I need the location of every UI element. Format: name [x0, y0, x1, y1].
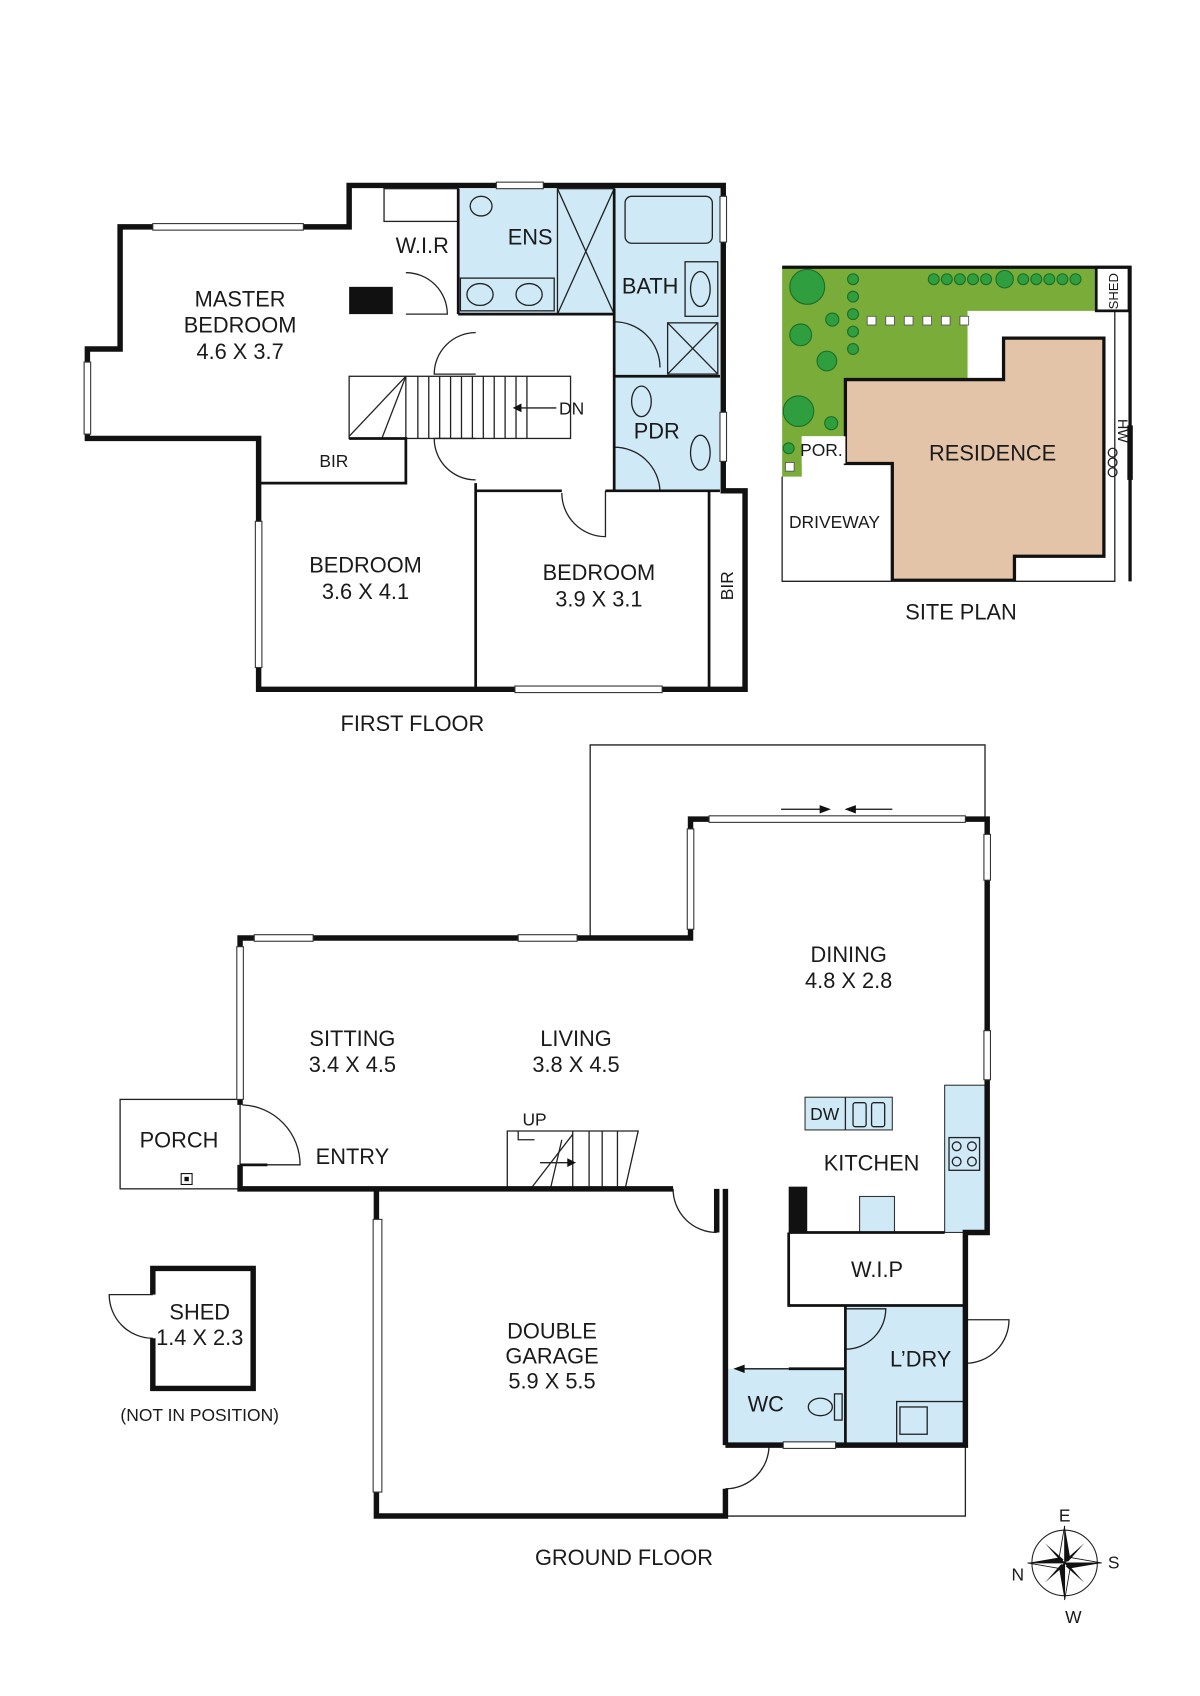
residence-footprint: [843, 336, 1106, 582]
stairs-up-arrow-icon: [567, 1158, 577, 1168]
shed-note: (NOT IN POSITION): [120, 1405, 279, 1425]
compass-rose-icon: E S W N: [1011, 1505, 1119, 1626]
bir-label-1: BIR: [319, 451, 348, 471]
doors-ground-floor: [108, 1104, 1010, 1490]
site-porch: [801, 436, 846, 464]
garage-label: DOUBLE: [507, 1318, 597, 1343]
dining-label: DINING: [811, 942, 887, 967]
kitchen-fridge-wall: [788, 1186, 808, 1233]
living-size: 3.8 X 4.5: [532, 1052, 619, 1077]
site-plan-title: SITE PLAN: [905, 600, 1016, 625]
bedroom-2-size: 3.6 X 4.1: [322, 579, 409, 604]
first-floor-plan: MASTER BEDROOM 4.6 X 3.7 W.I.R ENS BATH …: [83, 181, 748, 736]
hot-water-icon: [1107, 447, 1118, 478]
compass-n: N: [1011, 1564, 1024, 1584]
porch-area: [119, 1098, 241, 1190]
interior-walls-first: [258, 188, 720, 690]
interior-walls-ground: [240, 1163, 967, 1517]
bedroom-3-size: 3.9 X 3.1: [555, 586, 642, 611]
stairs-down-label: DN: [559, 398, 584, 418]
site-porch-label: POR.: [800, 440, 843, 460]
living-label: LIVING: [540, 1026, 611, 1051]
kitchen-pantry-bench: [859, 1195, 896, 1234]
garage-size: 5.9 X 5.5: [508, 1368, 595, 1393]
laundry-area: [845, 1305, 966, 1446]
kitchen-label: KITCHEN: [824, 1150, 920, 1175]
ensuite-area: [458, 188, 615, 315]
site-plan: RESIDENCE DRIVEWAY POR. SHED HW SITE PLA…: [781, 265, 1133, 625]
bath-label: BATH: [622, 273, 679, 298]
stairs-first-floor: [348, 375, 572, 440]
laundry-label: L’DRY: [890, 1347, 952, 1372]
stairs-ground-floor: [506, 1130, 639, 1189]
wir-cabinet: [349, 286, 393, 315]
wir-shelf: [383, 188, 459, 223]
first-floor-exterior-walls: [84, 182, 748, 693]
toilet-icon: [807, 1393, 843, 1421]
master-bedroom-label: MASTER: [195, 286, 286, 311]
driveway-label: DRIVEWAY: [789, 512, 880, 532]
dishwasher-label: DW: [810, 1104, 840, 1124]
driveway-outline: [781, 476, 893, 582]
stairs-down-arrow-icon: [512, 403, 522, 413]
shed-size: 1.4 X 2.3: [156, 1325, 243, 1350]
sitting-size: 3.4 X 4.5: [309, 1052, 396, 1077]
windows-ground-floor: [236, 815, 992, 1493]
sliding-door-arrows-icon: [733, 805, 893, 1374]
powder-room-label: PDR: [634, 418, 680, 443]
master-bedroom-size: 4.6 X 3.7: [196, 339, 283, 364]
site-shed: [1094, 265, 1131, 313]
shed-walls: [150, 1265, 256, 1392]
hot-water-label: HW: [1114, 419, 1130, 443]
wip-label: W.I.P: [851, 1257, 903, 1282]
ground-floor-plan: SITTING 3.4 X 4.5 LIVING 3.8 X 4.5 DININ…: [108, 744, 1010, 1570]
dining-size: 4.8 X 2.8: [805, 968, 892, 993]
wc-label: WC: [748, 1391, 784, 1416]
compass-e: E: [1059, 1505, 1071, 1525]
entry-label: ENTRY: [316, 1144, 390, 1169]
doors-first-floor: [405, 272, 661, 538]
master-bedroom-label-2: BEDROOM: [184, 313, 297, 338]
cooktop-icon: [948, 1136, 981, 1171]
shed-label: SHED: [169, 1300, 230, 1325]
bedroom-3-label: BEDROOM: [543, 560, 656, 585]
sitting-label: SITTING: [309, 1026, 395, 1051]
garden-area: [782, 267, 1097, 477]
compass-w: W: [1065, 1607, 1082, 1627]
ground-floor-walls-main: [237, 816, 990, 1448]
sink-icon: [844, 1097, 886, 1130]
wir-label: W.I.R: [396, 233, 449, 258]
bedroom-2-label: BEDROOM: [309, 553, 422, 578]
windows-first-floor: [83, 181, 728, 694]
trees-icon: [782, 268, 1082, 455]
porch-label: PORCH: [140, 1127, 219, 1152]
ensuite-label: ENS: [508, 224, 553, 249]
compass-s: S: [1108, 1552, 1120, 1572]
laundry-tub-inner: [899, 1406, 928, 1435]
ground-floor-walls-entry: [237, 1164, 674, 1192]
stepping-stones: [784, 315, 970, 472]
garage-label-2: GARAGE: [505, 1343, 598, 1368]
first-floor-title: FIRST FLOOR: [341, 711, 485, 736]
site-shed-label: SHED: [1106, 273, 1121, 309]
residence-label: RESIDENCE: [929, 440, 1056, 465]
bir-label-2: BIR: [717, 571, 737, 600]
stairs-up-label: UP: [522, 1110, 546, 1130]
deck-outline: [589, 744, 986, 938]
wc-area: [725, 1368, 846, 1446]
ground-floor-title: GROUND FLOOR: [535, 1545, 713, 1570]
